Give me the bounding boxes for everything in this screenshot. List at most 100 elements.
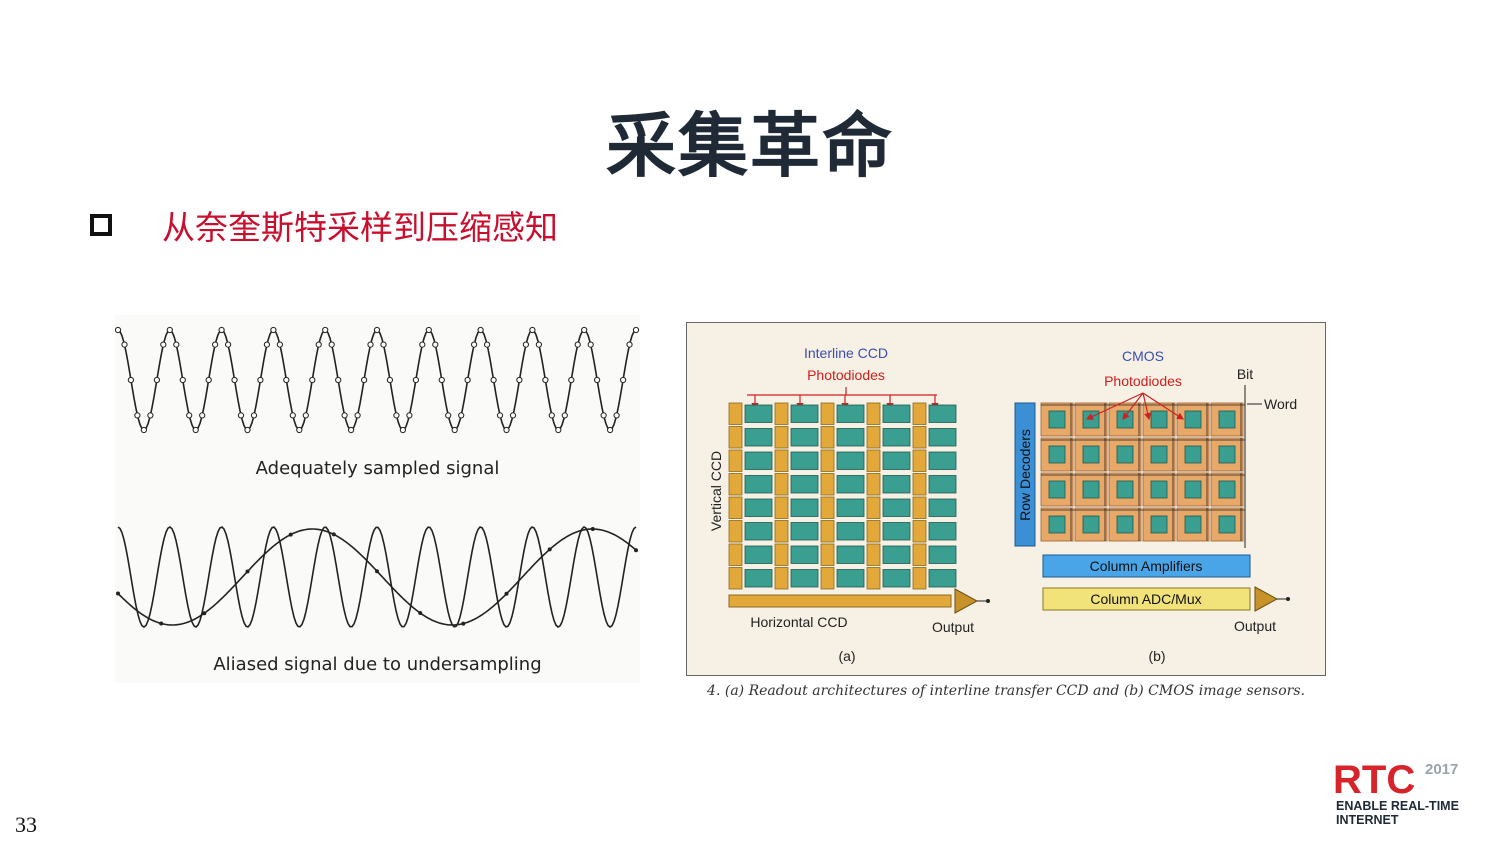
figure-a-label: (a) <box>838 648 855 664</box>
ccd-column-cell <box>820 520 835 543</box>
photodiode-cell <box>882 451 911 470</box>
sample-point <box>529 326 536 334</box>
sample-point <box>309 376 316 384</box>
logo-tagline: ENABLE REAL-TIME INTERNET <box>1336 799 1459 827</box>
ccd-header: Interline CCD <box>804 345 888 361</box>
bit-label: Bit <box>1237 366 1253 382</box>
ccd-column-cell <box>912 426 927 449</box>
photodiode-cell <box>1184 515 1202 534</box>
sample-point <box>620 376 627 384</box>
sample-point <box>127 376 134 384</box>
sample-point <box>186 412 193 419</box>
sample-point <box>328 341 335 348</box>
ccd-column-cell <box>774 567 789 590</box>
sample-point <box>386 376 393 384</box>
photodiode-cell <box>1048 410 1066 429</box>
sample-point <box>250 412 258 419</box>
ccd-column-cell <box>866 449 881 472</box>
photodiode-cell <box>882 569 911 588</box>
ccd-column-cell <box>820 426 835 449</box>
photodiode-cell <box>928 545 957 564</box>
sample-point <box>192 426 199 434</box>
sample-point <box>199 412 206 419</box>
sample-point <box>373 326 381 334</box>
photodiode-cell <box>836 569 865 588</box>
bullet-text: 从奈奎斯特采样到压缩感知 <box>162 208 558 247</box>
ccd-column-cell <box>774 543 789 566</box>
photodiode-cell <box>1184 445 1202 464</box>
sample-point <box>202 611 207 616</box>
sample-point <box>315 341 322 348</box>
sample-point <box>634 548 638 553</box>
column-adc-label: Column ADC/Mux <box>1090 591 1201 607</box>
photodiode-cell <box>1082 410 1100 429</box>
sample-point <box>522 341 529 348</box>
sample-point <box>445 412 452 419</box>
sample-point <box>231 376 238 384</box>
ccd-column-cell <box>866 520 881 543</box>
sample-point <box>451 426 458 434</box>
adequate-caption: Adequately sampled signal <box>255 458 500 479</box>
ccd-column-cell <box>728 496 743 519</box>
sample-point <box>288 532 293 537</box>
ccd-column-cell <box>728 567 743 590</box>
cmos-output-label: Output <box>1234 618 1276 634</box>
sample-point <box>471 341 478 348</box>
sample-point <box>121 341 128 348</box>
photodiode-cell <box>928 475 957 494</box>
ccd-column-cell <box>728 402 743 425</box>
column-amplifiers-label: Column Amplifiers <box>1090 558 1203 574</box>
photodiode-cell <box>744 569 773 588</box>
sample-point <box>225 341 232 348</box>
sample-point <box>418 611 423 615</box>
ccd-column-cell <box>774 449 789 472</box>
cmos-header: CMOS <box>1122 348 1164 364</box>
photodiode-cell <box>1218 480 1236 499</box>
sample-point <box>613 412 620 419</box>
ccd-column-cell <box>866 426 881 449</box>
sample-point <box>244 426 251 434</box>
sample-point <box>212 341 219 348</box>
sample-point <box>432 341 439 348</box>
ccd-column-cell <box>774 402 789 425</box>
sample-point <box>270 326 277 334</box>
sample-point <box>555 426 562 434</box>
sample-point <box>590 527 595 531</box>
ccd-column-cell <box>774 426 789 449</box>
photodiode-cell <box>1150 445 1168 464</box>
photodiode-cell <box>1048 445 1066 464</box>
sample-point <box>399 426 406 434</box>
ccd-column-cell <box>820 449 835 472</box>
sample-point <box>335 376 342 384</box>
sample-point <box>140 426 147 434</box>
sensor-diagram: Interline CCD Photodiodes Vertical CCD H… <box>708 345 1297 664</box>
ccd-column-cell <box>820 402 835 425</box>
photodiode-cell <box>836 522 865 541</box>
sample-point <box>412 376 419 384</box>
sample-point <box>289 412 296 419</box>
column-amplifiers-block <box>1042 554 1251 578</box>
vertical-ccd-label: Vertical CCD <box>708 451 724 531</box>
sample-point <box>245 569 250 574</box>
ccd-column-cell <box>728 520 743 543</box>
square-bullet-icon <box>90 214 112 236</box>
page-number: 33 <box>15 812 37 837</box>
sample-point <box>568 376 575 384</box>
photodiode-cell <box>1048 515 1066 534</box>
photodiode-cell <box>882 498 911 517</box>
photodiode-cell <box>882 404 911 423</box>
sample-point <box>587 341 594 348</box>
cmos-output-amplifier-icon <box>1254 586 1279 612</box>
slide-title: 采集革命 <box>606 105 894 187</box>
ccd-column-cell <box>866 567 881 590</box>
photodiode-cell <box>928 451 957 470</box>
ccd-column-cell <box>866 543 881 566</box>
figure-caption: 4. (a) Readout architectures of interlin… <box>707 683 1305 699</box>
photodiode-cell <box>836 404 865 423</box>
cmos-pixel-grid <box>1040 402 1245 542</box>
adequate-sampling-wave <box>115 326 640 434</box>
ccd-photodiodes-label: Photodiodes <box>807 367 885 383</box>
ccd-column-cell <box>912 473 927 496</box>
photodiode-cell <box>928 428 957 447</box>
photodiode-cell <box>1218 410 1236 429</box>
